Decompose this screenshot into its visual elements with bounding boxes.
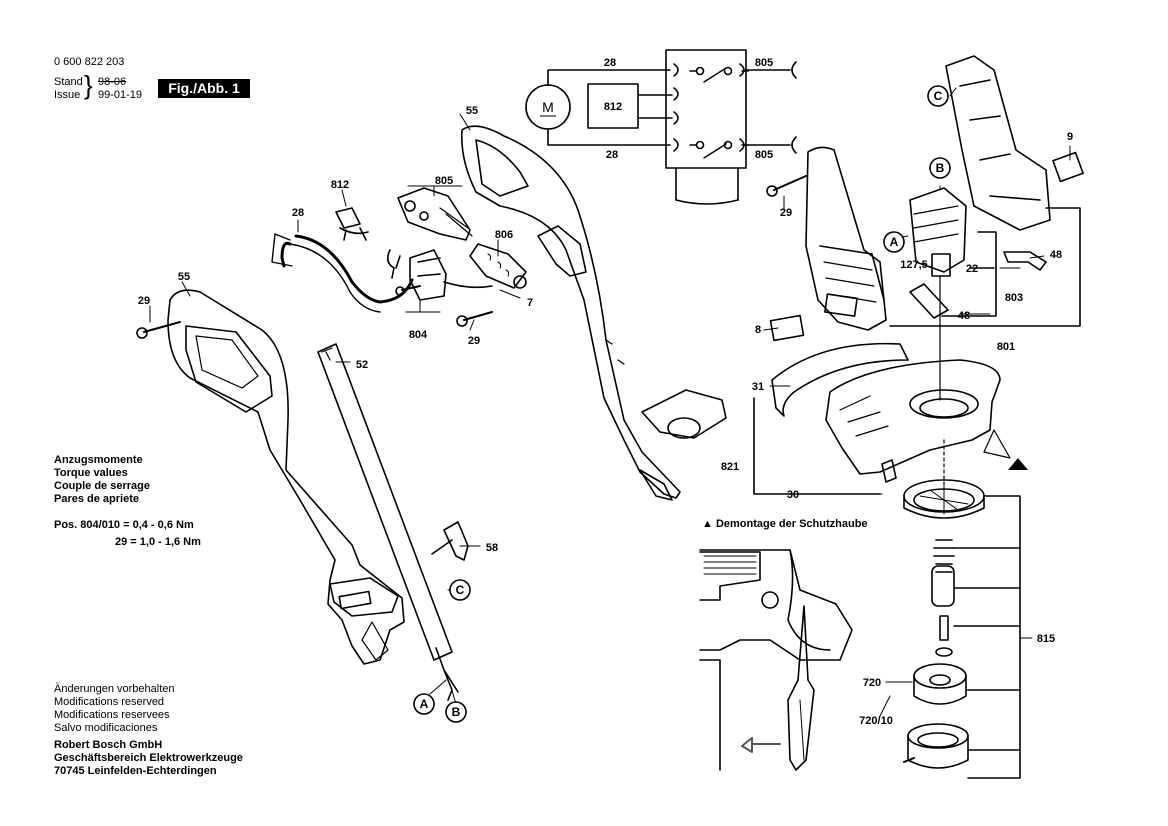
switch-804 (386, 249, 493, 301)
motor-wires (547, 69, 671, 146)
marker-a-text: A (420, 697, 429, 711)
brace: } (84, 70, 93, 100)
module-812 (335, 207, 369, 241)
handle-arm (460, 125, 727, 501)
torque-line-3: Couple de serrage (54, 480, 150, 492)
plug-805 (397, 187, 473, 241)
old-date: 98-06 (98, 76, 127, 88)
callout-7: 7 (527, 297, 533, 309)
callout-720: 720 (863, 677, 881, 689)
triangle-icon: ▲ (702, 518, 713, 530)
company-address: 70745 Leinfelden-Echterdingen (54, 765, 217, 777)
plug-top-label: 805 (755, 57, 773, 69)
callout-29-mid: 29 (468, 335, 480, 347)
inset-drawing (699, 549, 853, 771)
torque-spec-1: Pos. 804/010 = 0,4 - 0,6 Nm (54, 519, 194, 531)
switch-stem-bottom (675, 199, 739, 205)
wiring-schematic (525, 49, 797, 205)
housing-right-half (909, 55, 1084, 319)
callout-31: 31 (752, 381, 764, 393)
torque-line-1: Anzugsmomente (54, 454, 143, 466)
switch-housing (665, 49, 747, 169)
company-division: Geschäftsbereich Elektrowerkzeuge (54, 752, 243, 764)
stand-label: Stand (54, 76, 83, 88)
callout-812: 812 (331, 179, 349, 191)
bracket-801 (889, 207, 1081, 327)
callout-30: 30 (787, 489, 799, 501)
callout-55-arm: 55 (466, 105, 478, 117)
torque-line-4: Pares de apriete (54, 493, 139, 505)
handle-left (167, 289, 405, 665)
torque-spec-2: 29 = 1,0 - 1,6 Nm (115, 536, 201, 548)
marker-b-text: B (452, 705, 461, 719)
issue-date: 99-01-19 (98, 89, 143, 101)
callout-28: 28 (292, 207, 304, 219)
motor-label: M (542, 99, 554, 115)
callout-801: 801 (997, 341, 1015, 353)
sleeve-806 (469, 243, 527, 289)
mod-line-4: Salvo modificaciones (54, 722, 158, 734)
part-58 (431, 521, 469, 561)
spool-stack (903, 479, 1021, 779)
callout-720-10: 720/10 (859, 715, 893, 727)
screw-29-left (136, 321, 181, 339)
marker-b-cable (445, 701, 467, 723)
marker-c-housing-text: C (934, 89, 943, 103)
callout-815: 815 (1037, 633, 1055, 645)
mod-line-2: Modifications reserved (54, 696, 165, 708)
callout-58: 58 (486, 542, 498, 554)
module-label: 812 (604, 101, 622, 113)
screw-804 (395, 285, 421, 296)
callout-48-bottom: 48 (958, 310, 970, 322)
housing-left-half (769, 146, 887, 342)
marker-a-motor (883, 231, 905, 253)
marker-c-housing (927, 85, 949, 107)
marker-a-cable (413, 693, 435, 715)
inset-title: ▲ Demontage der Schutzhaube (702, 518, 868, 531)
screw-29-mid (456, 311, 493, 327)
callout-22: 22 (966, 263, 978, 275)
callout-127-5: 127,5 (900, 259, 928, 271)
torque-line-2: Torque values (54, 467, 128, 479)
callout-8: 8 (755, 324, 761, 336)
wire-bottom-label: 28 (606, 149, 618, 161)
module-box (587, 83, 639, 129)
issue-label: Issue (54, 89, 81, 101)
tube-shaft (271, 233, 459, 701)
callout-29-right: 29 (780, 207, 792, 219)
triangle-icon (1008, 458, 1028, 470)
part-number: 0 600 822 203 (54, 56, 125, 68)
screw-29-right (766, 175, 807, 197)
marker-b-motor (929, 157, 951, 179)
motor-assembly (909, 187, 967, 401)
callout-821: 821 (721, 461, 739, 473)
callout-804: 804 (409, 329, 428, 341)
marker-c-tube (449, 579, 471, 601)
callout-29-left: 29 (138, 295, 150, 307)
marker-a-motor-text: A (890, 235, 899, 249)
wire-top-label: 28 (604, 57, 616, 69)
bracket-803 (977, 231, 997, 317)
marker-c-text: C (456, 583, 465, 597)
figure-label: Fig./Abb. 1 (158, 79, 250, 98)
callout-803: 803 (1005, 292, 1023, 304)
callout-806: 806 (495, 229, 513, 241)
plug-bottom-label: 805 (755, 149, 773, 161)
mod-line-3: Modifications reservees (54, 709, 170, 721)
callout-805: 805 (435, 175, 453, 187)
callout-52: 52 (356, 359, 368, 371)
marker-b-motor-text: B (936, 161, 945, 175)
callout-9: 9 (1067, 131, 1073, 143)
company-name: Robert Bosch GmbH (54, 739, 163, 751)
guard-hood (771, 342, 1011, 483)
mod-line-1: Änderungen vorbehalten (54, 683, 175, 695)
cable-28 (280, 234, 414, 313)
callout-48-top: 48 (1050, 249, 1062, 261)
switch-stem (675, 167, 739, 201)
bracket-821 (753, 397, 881, 495)
inset-title-text: Demontage der Schutzhaube (715, 518, 868, 530)
callout-55-left: 55 (178, 271, 190, 283)
